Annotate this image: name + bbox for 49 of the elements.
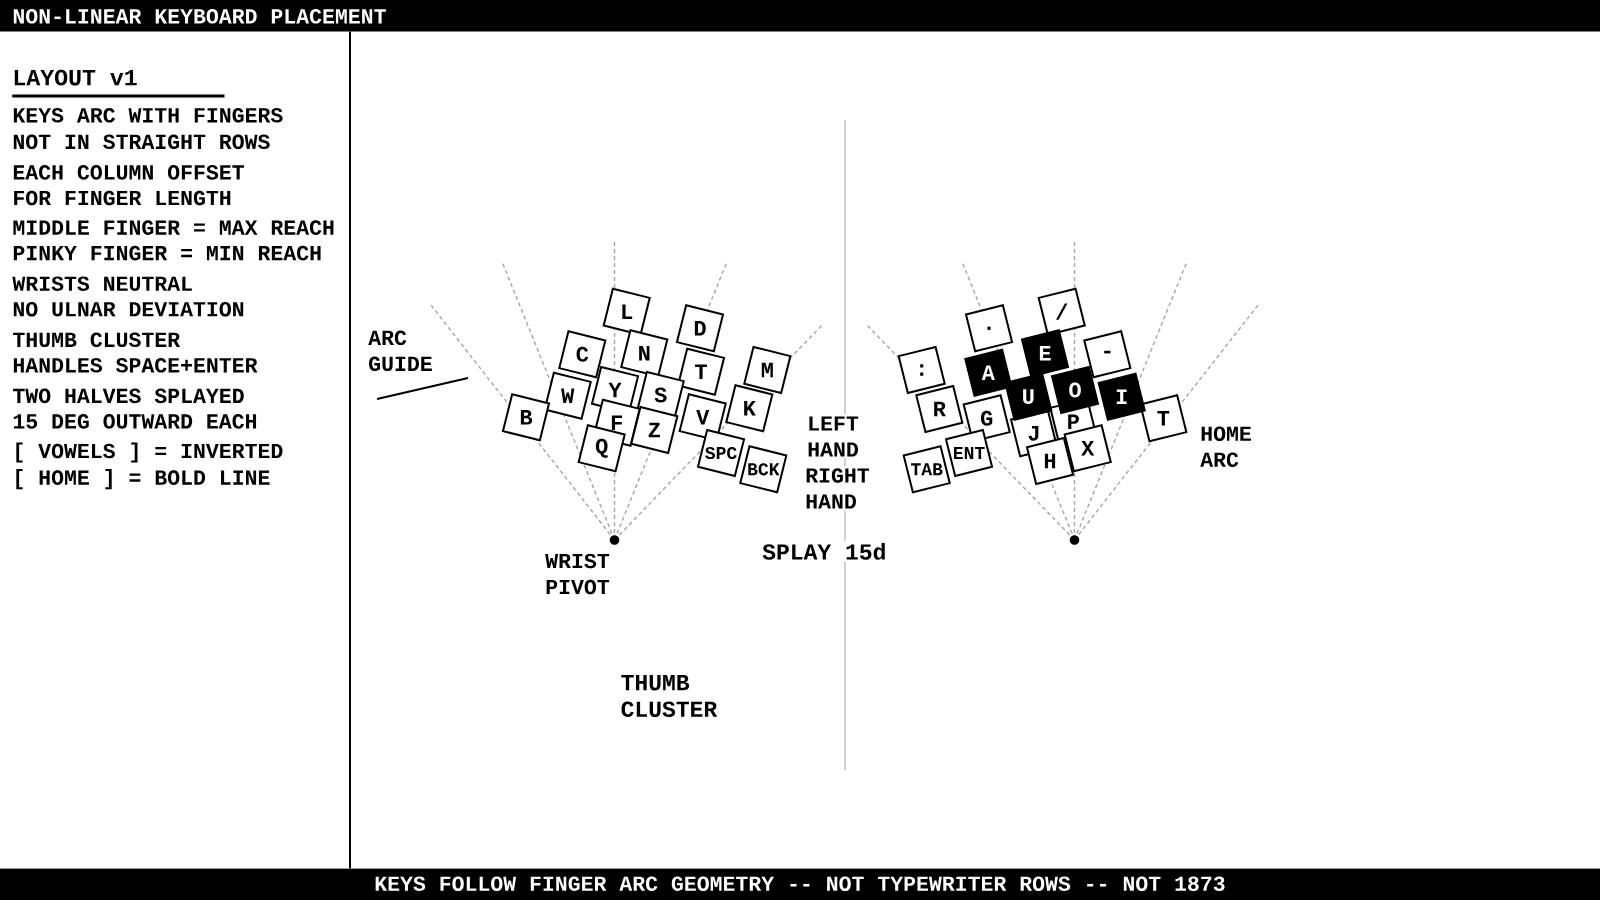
key: U — [1004, 372, 1053, 421]
key: W — [543, 371, 592, 420]
key: B — [501, 393, 551, 442]
note-text: MIDDLE FINGER = MAX REACH — [13, 220, 334, 235]
key: L — [602, 287, 651, 336]
key: T — [1139, 394, 1188, 443]
key: C — [558, 330, 607, 379]
key: D — [675, 304, 725, 353]
key: SPC — [696, 428, 746, 478]
key: T — [676, 347, 726, 396]
key: I — [1097, 372, 1146, 421]
note-text: HANDLES SPACE+ENTER — [13, 358, 258, 373]
annotation: ARC GUIDE — [368, 330, 432, 372]
annotation: SPLAY 15d — [760, 540, 889, 562]
annotation: LEFT HAND — [805, 414, 869, 459]
note-text: KEYS ARC WITH FINGERS — [13, 108, 283, 123]
key: ENT — [944, 428, 994, 478]
annotation: HOME ARC — [1200, 426, 1251, 467]
footer-bar: KEYS FOLLOW FINGER ARC GEOMETRY -- NOT TYPEWRITER ROWS -- NOT 1873 — [0, 868, 1600, 900]
note-text: WRISTS NEUTRAL — [12, 276, 192, 291]
key: Z — [630, 405, 679, 455]
header-bar: NON-LINEAR KEYBOARD PLACEMENT — [0, 0, 1600, 32]
note-text: [ HOME ] = BOLD LINE — [16, 469, 270, 490]
note-text: [ VOWELS ] = INVERTED — [16, 442, 283, 463]
key: N — [620, 329, 669, 378]
key: / — [1037, 287, 1086, 336]
note-text: NOT IN STRAIGHT ROWS — [13, 134, 270, 150]
note-text: PINKY FINGER = MIN REACH — [13, 245, 321, 261]
annotation: RIGHT HAND — [803, 466, 877, 511]
note-text: 15 DEG OUTWARD EACH — [13, 414, 257, 429]
key: M — [743, 345, 792, 395]
note-text: TWO HALVES SPLAYED — [13, 388, 244, 404]
key: O — [1050, 365, 1100, 415]
key: K — [725, 384, 774, 433]
key: R — [915, 384, 964, 434]
annotation: WRIST PIVOT — [545, 553, 610, 595]
key: A — [964, 348, 1013, 397]
note-text: EACH COLUMN OFFSET — [13, 165, 244, 180]
key: BCK — [739, 445, 788, 494]
note-text: FOR FINGER LENGTH — [14, 190, 231, 206]
heading: LAYOUT v1 — [14, 69, 137, 86]
key: - — [1083, 330, 1132, 379]
note-text: THUMB CLUSTER — [13, 332, 181, 348]
key: E — [1020, 329, 1070, 378]
key: : — [897, 345, 946, 395]
key: . — [964, 304, 1014, 353]
note-text: NO ULNAR DEVIATION — [13, 301, 244, 317]
key: TAB — [902, 445, 951, 494]
annotation: THUMB CLUSTER — [621, 675, 718, 717]
